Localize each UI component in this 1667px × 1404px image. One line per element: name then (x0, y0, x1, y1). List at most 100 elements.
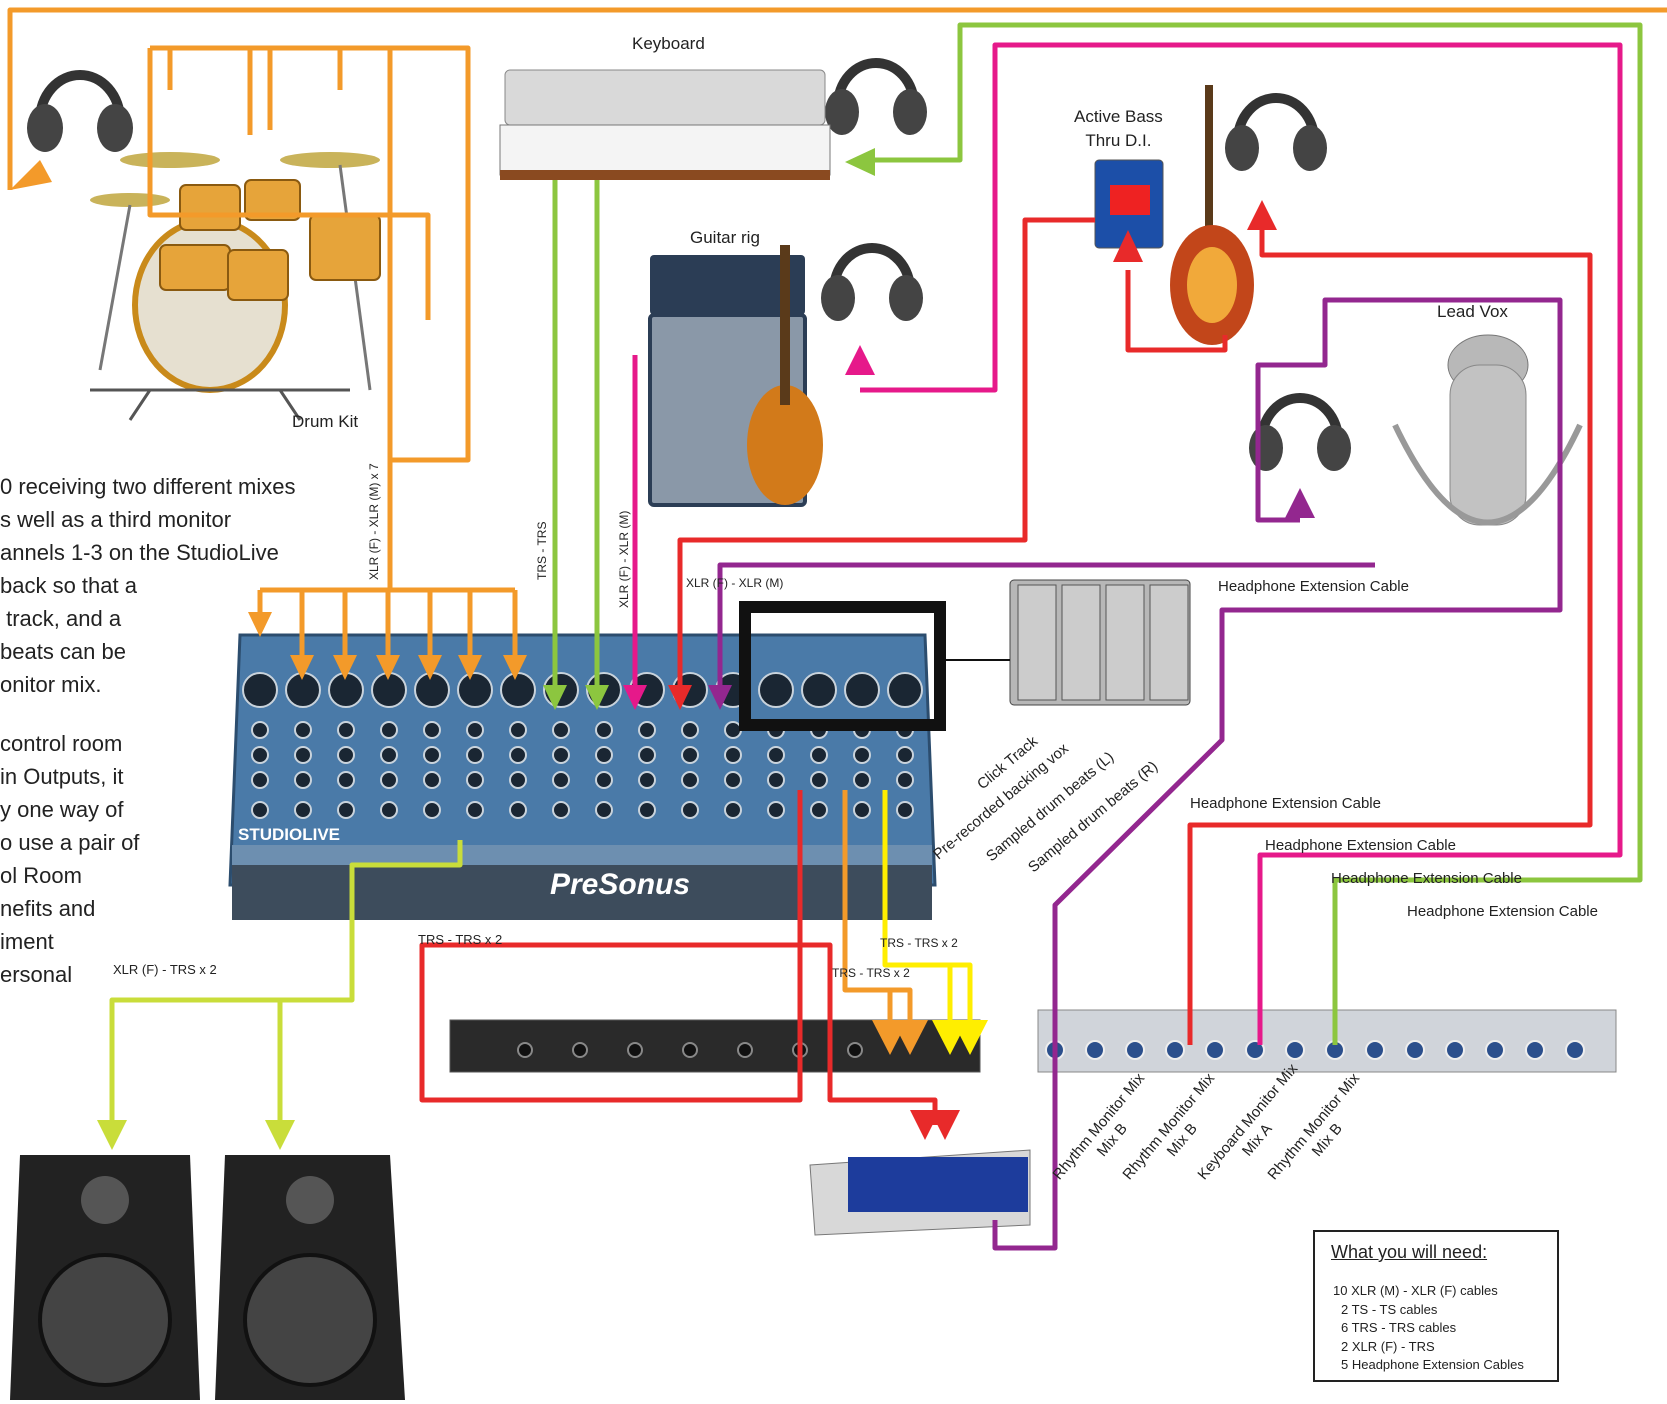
track-channel-strips (1009, 579, 1191, 706)
studio-monitor-right (215, 1155, 405, 1400)
mixer-input-jacks (242, 672, 923, 819)
label-drum-kit: Drum Kit (292, 412, 359, 431)
mixer-jack (380, 746, 398, 764)
label-cable-trs-x2-a: TRS - TRS x 2 (418, 932, 503, 947)
mixer-jack (552, 771, 570, 789)
mixer-jack (853, 746, 871, 764)
rack-jack (1365, 1040, 1385, 1060)
studio-monitor-left (10, 1155, 200, 1400)
mixer-jack (251, 746, 269, 764)
hp4-headphone-amp (809, 1149, 1031, 1236)
label-cable-xlr-m-vert: XLR (F) - XLR (M) (617, 510, 631, 608)
rack-jacks (517, 1040, 1585, 1060)
mixer-jack (552, 746, 570, 764)
mixer-jack (509, 801, 527, 819)
guitar-monitor-cable (860, 42, 1623, 1045)
mixer-jack (681, 771, 699, 789)
mixer-jack (767, 746, 785, 764)
mixer-jack (767, 771, 785, 789)
headphone-distribution-rack (1037, 1009, 1617, 1073)
mixer-jack (380, 771, 398, 789)
cables (7, 7, 1667, 1251)
mixer-jack (810, 801, 828, 819)
label-guitar-rig: Guitar rig (690, 228, 760, 247)
rack-jack (737, 1042, 753, 1058)
label-headphone-ext-1: Headphone Extension Cable (1218, 578, 1409, 595)
rack-jack (517, 1042, 533, 1058)
rack-jack (1085, 1040, 1105, 1060)
headphones-icon (1249, 393, 1351, 471)
mixer-jack (810, 771, 828, 789)
label-cable-trs-trs: TRS - TRS (535, 521, 549, 580)
label-cable-xlr-horiz: XLR (F) - XLR (M) (686, 576, 784, 590)
bass-guitar (1170, 85, 1254, 345)
what-you-need-box: What you will need: 10 XLR (M) - XLR (F)… (1313, 1230, 1559, 1382)
mixer-jack (509, 721, 527, 739)
mixer-jack (844, 672, 880, 708)
drum-monitor-cable (7, 7, 1667, 190)
mixer-jack (251, 771, 269, 789)
mixer-jack (595, 721, 613, 739)
mixer-jack (724, 801, 742, 819)
mixer-jack (552, 721, 570, 739)
mixer-jack (595, 771, 613, 789)
need-item: 2 XLR (F) - TRS (1341, 1338, 1435, 1354)
rack-jack (572, 1042, 588, 1058)
headphones-icon (27, 70, 133, 152)
signal-arrows (10, 148, 1315, 1150)
bass-monitor-cable (1187, 220, 1593, 1045)
rack-jack (1125, 1040, 1145, 1060)
mixer-jack (896, 771, 914, 789)
label-headphone-ext-4: Headphone Extension Cable (1331, 870, 1522, 887)
mixer-jack (638, 746, 656, 764)
rack-jack (1525, 1040, 1545, 1060)
mixer-jack (294, 721, 312, 739)
mixer-jack (251, 721, 269, 739)
mixer-jack (294, 746, 312, 764)
mixer-jack (423, 721, 441, 739)
drum-kit (90, 152, 381, 421)
intro-paragraph-1: 0 receiving two different mixes s well a… (0, 474, 296, 697)
label-cable-trs-x2-c: TRS - TRS x 2 (832, 966, 910, 980)
hp4-feed-cable (419, 790, 938, 1125)
mixer-jack (896, 801, 914, 819)
keyboard-monitor-cable (860, 22, 1643, 1045)
rack-jack (1405, 1040, 1425, 1060)
mixer-jack (638, 801, 656, 819)
mixer-jack (638, 721, 656, 739)
mixer-jack (423, 801, 441, 819)
mixer-jack (380, 721, 398, 739)
vox-monitor-cable (992, 297, 1563, 1251)
label-headphone-ext-3: Headphone Extension Cable (1265, 837, 1456, 854)
mixer-jack (724, 746, 742, 764)
mixer-jack (681, 801, 699, 819)
rack-jack (847, 1042, 863, 1058)
mixer-jack (242, 672, 278, 708)
mixer-jack (423, 771, 441, 789)
mixer-jack (337, 801, 355, 819)
mixer-jack (337, 721, 355, 739)
condenser-microphone (1392, 334, 1583, 526)
rack-jack (1565, 1040, 1585, 1060)
mixer-jack (466, 746, 484, 764)
rack-jack (627, 1042, 643, 1058)
headphones-icon (821, 243, 923, 321)
label-keyboard: Keyboard (632, 34, 705, 53)
mixer-jack (724, 721, 742, 739)
mixer-jack (758, 672, 794, 708)
headphones-icon (1225, 93, 1327, 171)
label-active-bass: Active Bass Thru D.I. (1074, 107, 1163, 150)
rack-jack (1485, 1040, 1505, 1060)
mixer-jack (767, 801, 785, 819)
rack-jack (1285, 1040, 1305, 1060)
mixer-jack (638, 771, 656, 789)
bass-di-box (1094, 159, 1164, 249)
main-out-cable (109, 840, 463, 1125)
mixer-jack (251, 801, 269, 819)
intro-text: 0 receiving two different mixes s well a… (0, 470, 380, 1017)
need-item: 5 Headphone Extension Cables (1341, 1357, 1524, 1372)
mixer-jack (724, 771, 742, 789)
mixer-jack (595, 801, 613, 819)
mixer-brand: PreSonus (550, 868, 691, 901)
